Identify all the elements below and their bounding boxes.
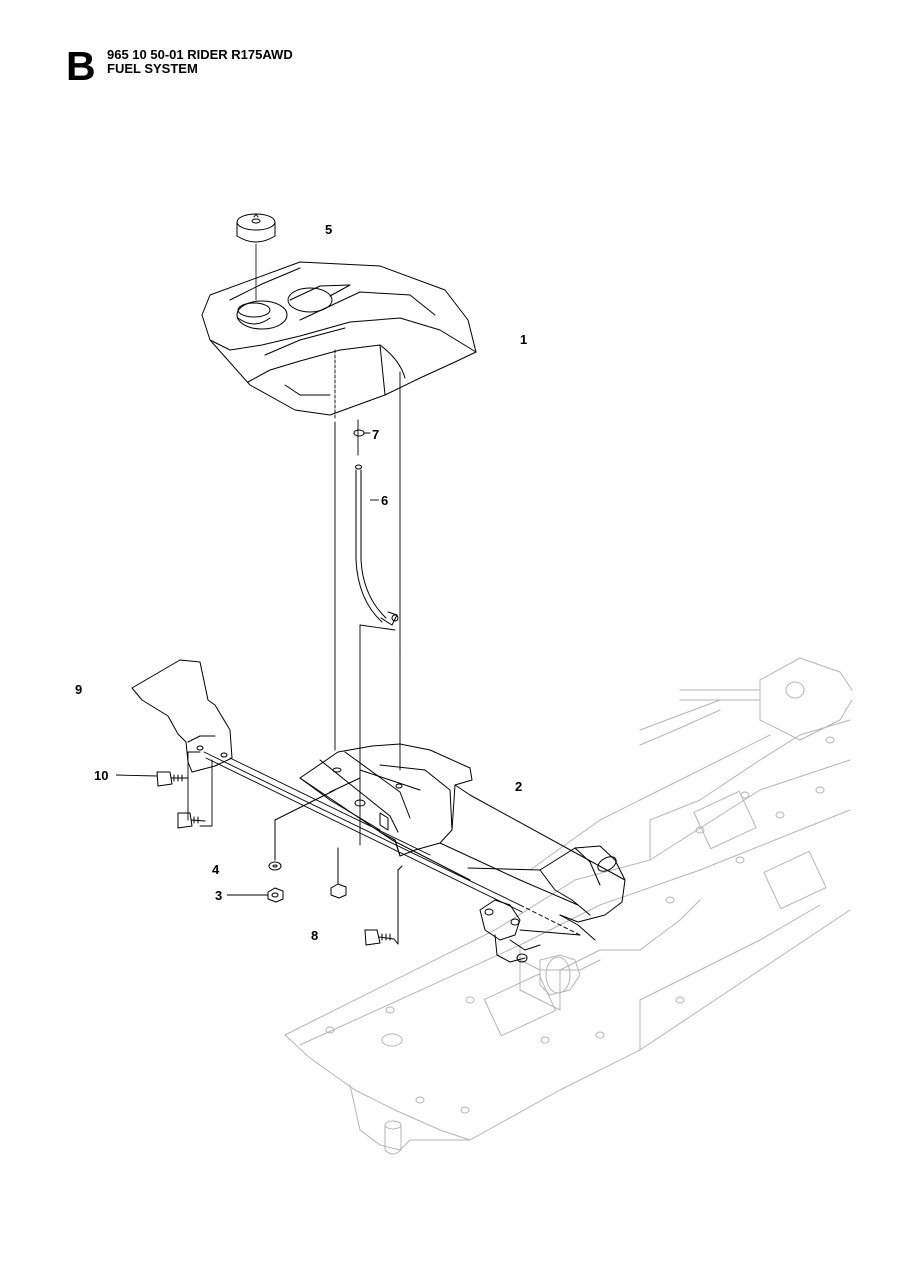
section-letter: B (66, 43, 96, 89)
callout-leader-10 (115, 774, 158, 777)
screw-8 (364, 865, 403, 946)
callout-1: 1 (520, 332, 527, 347)
page-subtitle: FUEL SYSTEM (107, 61, 198, 76)
callout-10: 10 (94, 768, 108, 783)
fuel-hose (355, 464, 399, 626)
screw-shield-lower (177, 812, 206, 829)
frame-tank-support (467, 845, 626, 941)
tank-mount-bracket (299, 743, 626, 906)
callout-3: 3 (215, 888, 222, 903)
heat-shield (131, 659, 233, 773)
assembly-leaders (334, 349, 401, 846)
screw-10 (156, 771, 189, 787)
callout-2: 2 (515, 779, 522, 794)
nut-bracket (330, 847, 347, 899)
callout-6: 6 (381, 493, 388, 508)
fuel-tank (201, 261, 477, 416)
page-title: 965 10 50-01 RIDER R175AWD (107, 47, 293, 62)
chassis-frame (284, 657, 853, 1155)
callout-5: 5 (325, 222, 332, 237)
callout-7: 7 (372, 427, 379, 442)
pivot-bracket (479, 899, 581, 963)
washer (268, 789, 336, 871)
nut-3 (267, 887, 284, 903)
fuel-cap (236, 213, 276, 301)
mounting-rod-leaders (187, 751, 581, 936)
callout-9: 9 (75, 682, 82, 697)
callout-8: 8 (311, 928, 318, 943)
hose-clamp (353, 429, 371, 437)
callout-4: 4 (212, 862, 220, 877)
